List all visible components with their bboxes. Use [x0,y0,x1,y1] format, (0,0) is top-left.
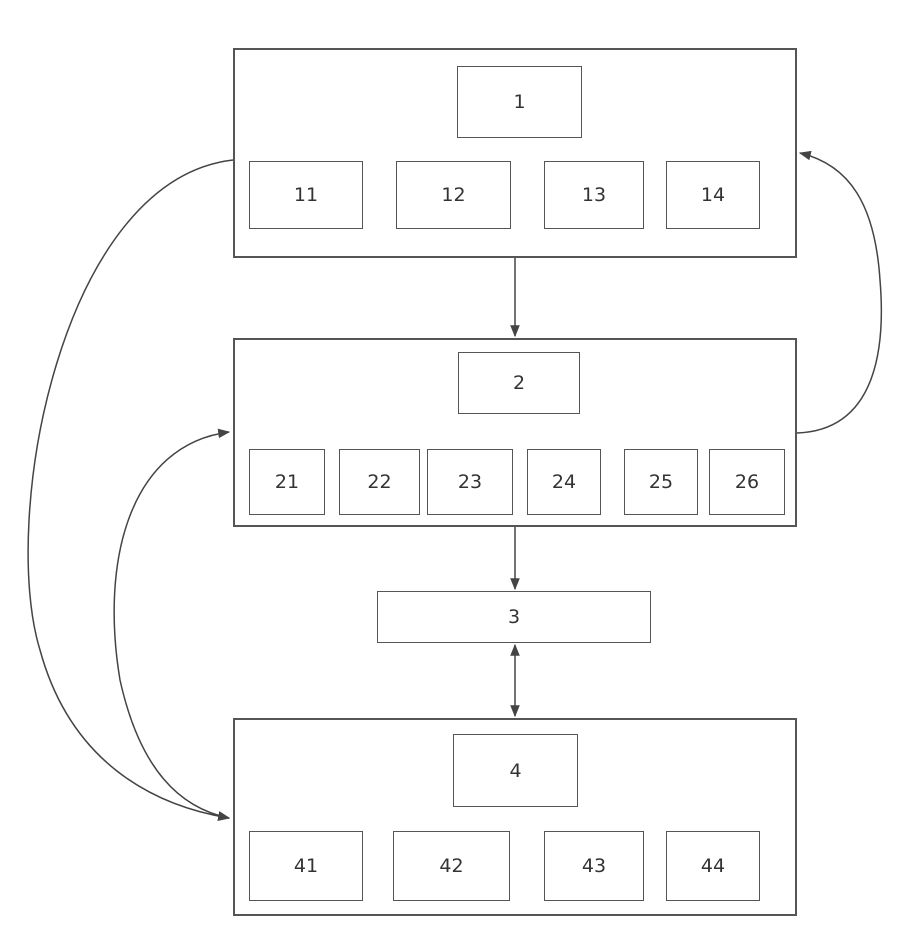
module-2-box: 2 [458,352,580,414]
submodule-26: 26 [709,449,785,515]
submodule-22: 22 [339,449,420,515]
submodule-42: 42 [393,831,510,901]
submodule-25: 25 [624,449,698,515]
submodule-43: 43 [544,831,644,901]
submodule-23: 23 [427,449,513,515]
submodule-14: 14 [666,161,760,229]
module-4-box: 4 [453,734,578,807]
arrow-2-to-4 [114,432,229,818]
submodule-41: 41 [249,831,363,901]
module-1-box: 1 [457,66,582,138]
submodule-24: 24 [527,449,601,515]
arrow-2-to-1 [797,153,881,433]
submodule-13: 13 [544,161,644,229]
submodule-12: 12 [396,161,511,229]
submodule-21: 21 [249,449,325,515]
submodule-44: 44 [666,831,760,901]
submodule-11: 11 [249,161,363,229]
module-3-box: 3 [377,591,651,643]
